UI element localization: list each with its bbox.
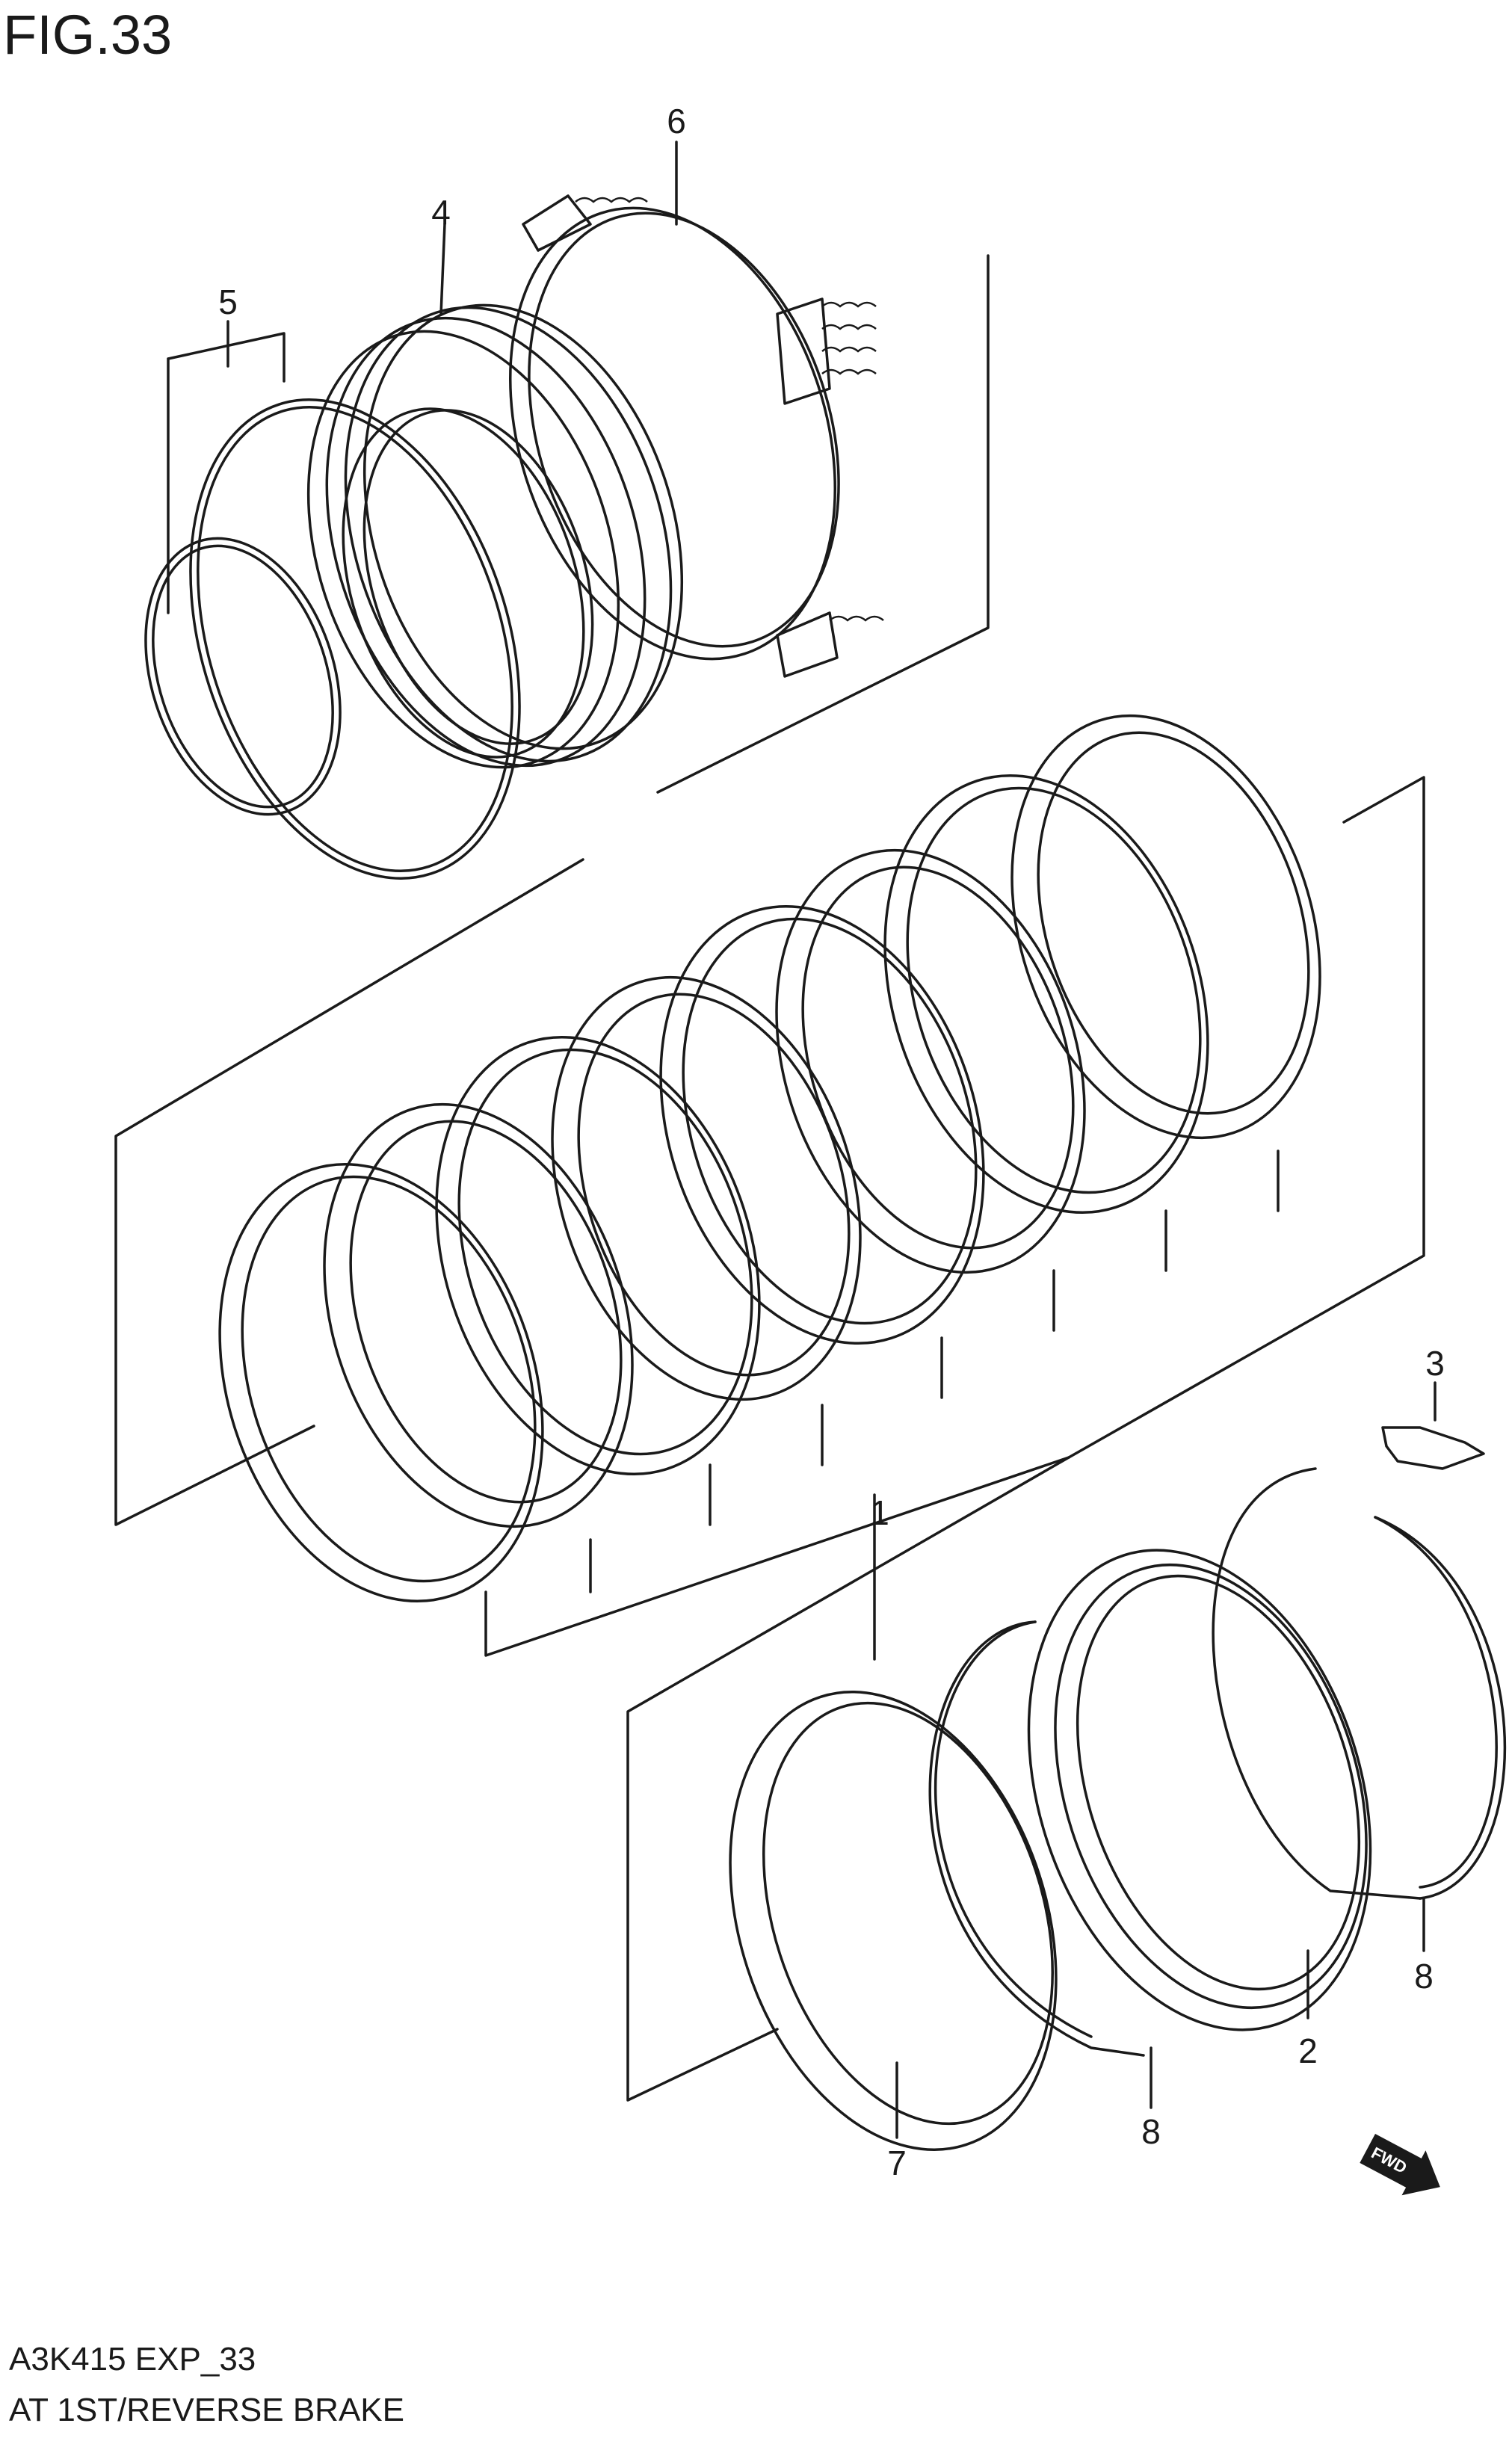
part-2-drum (1027, 1549, 1372, 2031)
callout-3: 3 (1425, 1344, 1445, 1383)
part-3-clip (1381, 1426, 1485, 1470)
callout-8a: 8 (1141, 2112, 1161, 2151)
part-6-return-spring (509, 194, 884, 678)
figure-title: FIG.33 (3, 4, 173, 66)
frame-bottom (626, 1456, 1070, 2102)
drawing-name: AT 1ST/REVERSE BRAKE (9, 2392, 404, 2428)
frame-middle (114, 776, 1425, 1657)
fwd-arrow-icon: FWD (1360, 2134, 1440, 2196)
callout-1: 1 (870, 1493, 889, 1532)
callout-6: 6 (667, 102, 686, 141)
callout-8b: 8 (1414, 1957, 1434, 1996)
part-8-snap-rings (928, 1467, 1507, 2057)
callout-2: 2 (1298, 2031, 1318, 2070)
drawing-code: A3K415 EXP_33 (9, 2341, 256, 2377)
callout-leaders (226, 141, 1437, 2139)
part-7-end-plate (729, 1691, 1058, 2151)
frame-top (167, 254, 990, 794)
callout-7: 7 (887, 2144, 907, 2182)
part-5-o-rings (144, 398, 521, 880)
callout-4: 4 (431, 193, 451, 232)
callout-5: 5 (218, 283, 238, 321)
part-4-piston (306, 303, 684, 769)
part-1-clutch-plates (218, 714, 1321, 1603)
